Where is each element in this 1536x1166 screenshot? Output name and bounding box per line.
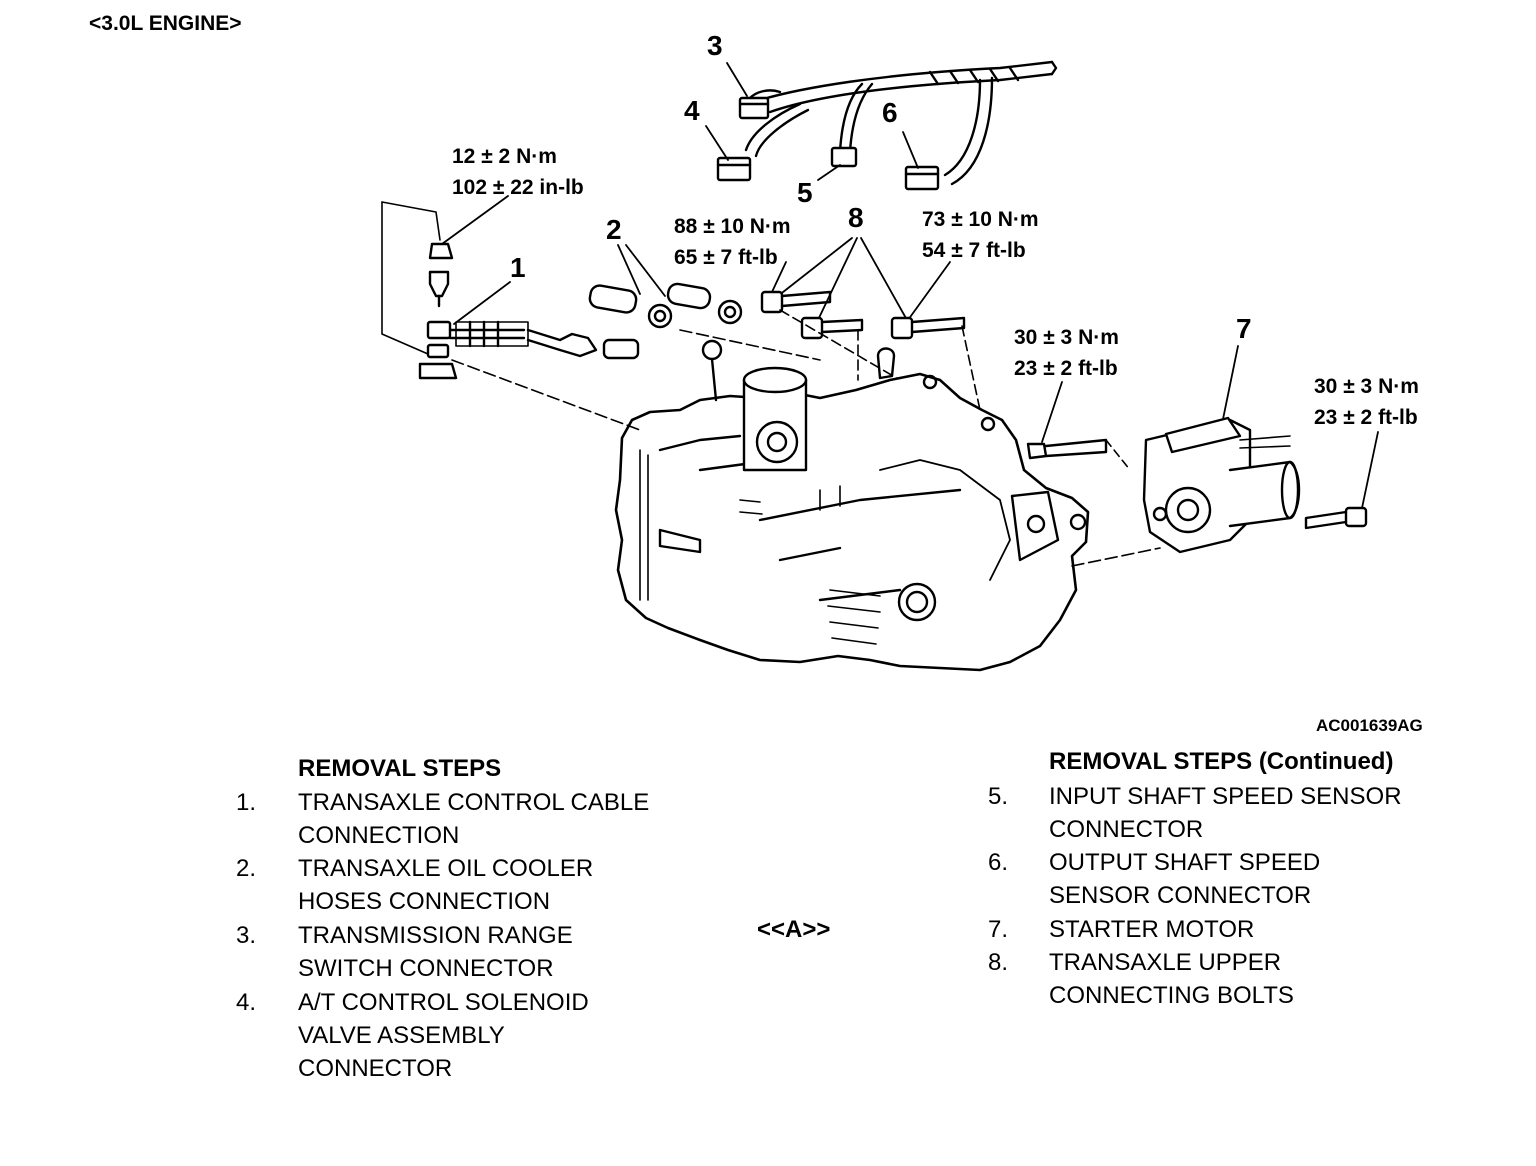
callout-1: 1 <box>510 252 526 283</box>
step-number: 7. <box>988 916 1009 943</box>
callout-leaders <box>441 62 1379 509</box>
control-cable-assembly <box>381 201 640 380</box>
callout-7: 7 <box>1236 313 1252 344</box>
transaxle-case <box>451 329 1161 672</box>
step-text: TRANSMISSION RANGE SWITCH CONNECTOR <box>298 922 573 982</box>
step-number: 8. <box>988 949 1009 976</box>
callout-8: 8 <box>848 202 864 233</box>
step-number: 3. <box>236 922 257 949</box>
diagram-header: <3.0L ENGINE> <box>89 12 242 35</box>
removal-step: 5. INPUT SHAFT SPEED SENSOR CONNECTOR <box>988 780 1508 846</box>
removal-step: 1. TRANSAXLE CONTROL CABLE CONNECTION <box>236 786 756 852</box>
callout-4: 4 <box>684 95 700 126</box>
removal-steps-continued-title: REMOVAL STEPS (Continued) <box>1049 748 1394 775</box>
callout-2: 2 <box>606 214 622 245</box>
torque-bolt-right: 73 ± 10 N·m 54 ± 7 ft-lb <box>922 204 1039 266</box>
step-text: A/T CONTROL SOLENOID VALVE ASSEMBLY CONN… <box>298 989 589 1082</box>
upper-connecting-bolts <box>760 290 981 411</box>
figure-id: AC001639AG <box>1316 716 1423 735</box>
step-text: TRANSAXLE UPPER CONNECTING BOLTS <box>1049 949 1294 1009</box>
step-number: 4. <box>236 989 257 1016</box>
step-text: INPUT SHAFT SPEED SENSOR CONNECTOR <box>1049 783 1402 843</box>
removal-step: 2. TRANSAXLE OIL COOLER HOSES CONNECTION <box>236 852 756 918</box>
callout-3: 3 <box>707 30 723 61</box>
step-number: 5. <box>988 783 1009 810</box>
starter-motor <box>1026 416 1368 554</box>
step-number: 2. <box>236 855 257 882</box>
torque-bolt-right-metric: 73 ± 10 N·m <box>922 208 1039 231</box>
torque-bolt-left: 88 ± 10 N·m 65 ± 7 ft-lb <box>674 211 791 273</box>
wiring-harness <box>744 60 1058 186</box>
step-text: TRANSAXLE CONTROL CABLE CONNECTION <box>298 789 650 849</box>
removal-step: 6. OUTPUT SHAFT SPEED SENSOR CONNECTOR <box>988 846 1508 912</box>
step-number: 1. <box>236 789 257 816</box>
torque-sensor-imperial: 102 ± 22 in-lb <box>452 176 584 199</box>
torque-bolt-left-imperial: 65 ± 7 ft-lb <box>674 246 778 269</box>
callout-6: 6 <box>882 97 898 128</box>
torque-starter-lower-imperial: 23 ± 2 ft-lb <box>1314 406 1418 429</box>
callout-5: 5 <box>797 177 813 208</box>
step-text: OUTPUT SHAFT SPEED SENSOR CONNECTOR <box>1049 849 1321 909</box>
removal-step: 4. A/T CONTROL SOLENOID VALVE ASSEMBLY C… <box>236 986 756 1086</box>
removal-step: 8. TRANSAXLE UPPER CONNECTING BOLTS <box>988 946 1508 1012</box>
torque-starter-upper-imperial: 23 ± 2 ft-lb <box>1014 357 1118 380</box>
torque-starter-lower: 30 ± 3 N·m 23 ± 2 ft-lb <box>1314 371 1419 433</box>
removal-steps-title: REMOVAL STEPS <box>298 755 502 782</box>
torque-starter-lower-metric: 30 ± 3 N·m <box>1314 375 1419 398</box>
torque-bolt-left-metric: 88 ± 10 N·m <box>674 215 791 238</box>
connector-4 <box>716 156 752 182</box>
torque-sensor: 12 ± 2 N·m 102 ± 22 in-lb <box>452 141 584 203</box>
connector-6 <box>904 165 940 191</box>
step-number: 6. <box>988 849 1009 876</box>
oil-cooler-hoses <box>588 282 743 329</box>
connector-3 <box>738 96 770 120</box>
removal-step: 3. TRANSMISSION RANGE SWITCH CONNECTOR <box>236 919 756 985</box>
connector-5 <box>830 146 858 168</box>
torque-starter-upper-metric: 30 ± 3 N·m <box>1014 326 1119 349</box>
removal-step: 7. STARTER MOTOR <box>988 913 1508 946</box>
step-note-marker: <<A>> <box>757 916 831 943</box>
step-text: STARTER MOTOR <box>1049 916 1255 943</box>
step-text: TRANSAXLE OIL COOLER HOSES CONNECTION <box>298 855 594 915</box>
torque-starter-upper: 30 ± 3 N·m 23 ± 2 ft-lb <box>1014 322 1119 384</box>
torque-sensor-metric: 12 ± 2 N·m <box>452 145 557 168</box>
torque-bolt-right-imperial: 54 ± 7 ft-lb <box>922 239 1026 262</box>
